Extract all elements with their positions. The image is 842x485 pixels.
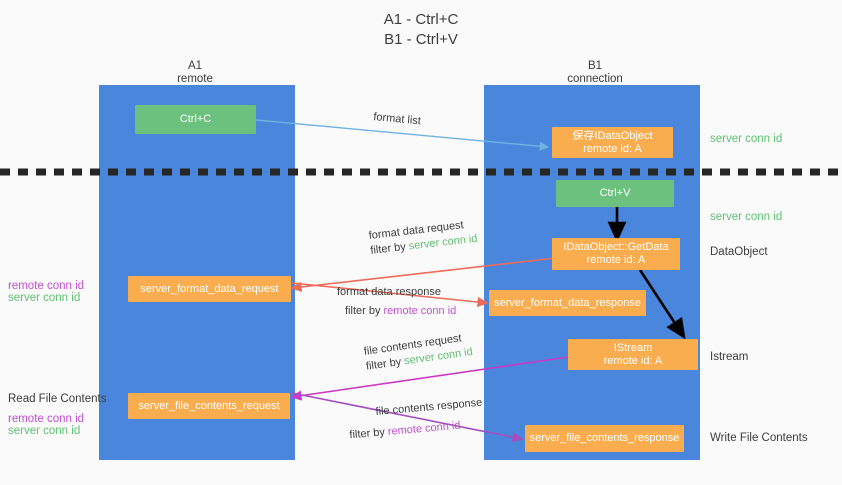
label-server-conn-id-upper-text: server conn id <box>8 292 81 304</box>
label-dataobject: DataObject <box>710 245 768 259</box>
page-title: A1 - Ctrl+C B1 - Ctrl+V <box>0 10 842 50</box>
edge-label-format-data-response-filter: filter by remote conn id <box>337 304 456 319</box>
label-server-conn-id-upper: server conn id <box>8 291 80 305</box>
arrow-format-list <box>255 119 550 151</box>
label-remote-conn-id-upper: remote conn id <box>8 279 84 293</box>
box-server-file-contents-response-label: server_file_contents_response <box>529 432 680 444</box>
label-server-conn-id-second-text: server conn id <box>710 211 783 223</box>
box-idataobject-getdata-line2: remote id: A <box>586 254 646 266</box>
box-save-idataobject-line1: 保存IDataObject <box>572 129 653 142</box>
label-remote-conn-id-lower-text: remote conn id <box>8 413 85 425</box>
label-write-file-contents-text: Write File Contents <box>710 432 808 444</box>
box-ctrl-v-label: Ctrl+V <box>599 187 631 199</box>
box-server-file-contents-request-label: server_file_contents_request <box>138 399 280 412</box>
label-read-file-contents-text: Read File Contents <box>8 393 107 405</box>
box-istream-line1: IStream <box>613 341 653 354</box>
box-istream-line2: remote id: A <box>603 354 663 367</box>
column-header-a1-name: A1 <box>187 60 203 72</box>
label-istream-text: Istream <box>710 351 749 363</box>
box-idataobject-getdata-line1: IDataObject::GetData <box>563 241 669 253</box>
column-header-b1-name: B1 <box>587 60 603 72</box>
edge-label-format-data-response-main: format data response <box>337 286 441 298</box>
column-header-a1-sub: remote <box>177 73 213 85</box>
arrow-format-data-response <box>291 282 489 308</box>
title-line-1: A1 - Ctrl+C <box>383 11 459 28</box>
filter-target: remote conn id <box>383 305 457 317</box>
label-remote-conn-id-lower: remote conn id <box>8 412 84 426</box>
arrow-file-contents-response <box>291 392 524 443</box>
title-line-2: B1 - Ctrl+V <box>384 31 458 48</box>
filter-prefix: filter by <box>369 240 410 257</box>
filter-prefix: filter by <box>345 305 384 317</box>
label-read-file-contents: Read File Contents <box>8 392 106 406</box>
box-idataobject-getdata[interactable]: IDataObject::GetData remote id: A <box>552 238 680 270</box>
label-server-conn-id-top: server conn id <box>710 132 782 146</box>
filter-prefix: filter by <box>349 425 389 442</box>
box-server-format-data-request[interactable]: server_format_data_request <box>128 276 291 302</box>
box-server-file-contents-response[interactable]: server_file_contents_response <box>525 425 684 452</box>
label-server-conn-id-top-text: server conn id <box>710 133 783 145</box>
box-save-idataobject-line2: remote id: A <box>583 142 642 155</box>
label-server-conn-id-second: server conn id <box>710 210 782 224</box>
arrow-getdata-to-istream <box>638 269 686 340</box>
column-header-b1-sub: connection <box>567 73 623 85</box>
box-server-format-data-request-label: server_format_data_request <box>140 282 279 295</box>
label-istream: Istream <box>710 350 748 364</box>
label-server-conn-id-lower-text: server conn id <box>8 425 81 437</box>
edge-label-format-data-response: format data response filter by remote co… <box>337 285 456 319</box>
label-write-file-contents: Write File Contents <box>710 431 808 445</box>
filter-prefix: filter by <box>365 355 406 373</box>
edge-label-format-list-text: format list <box>372 110 422 128</box>
label-dataobject-text: DataObject <box>710 246 768 258</box>
box-server-file-contents-request[interactable]: server_file_contents_request <box>128 393 290 419</box>
label-remote-conn-id-upper-text: remote conn id <box>8 280 85 292</box>
box-save-idataobject[interactable]: 保存IDataObject remote id: A <box>552 127 673 158</box>
box-ctrl-c[interactable]: Ctrl+C <box>135 105 256 134</box>
arrow-file-contents-request <box>290 356 569 401</box>
column-header-b1: B1 connection <box>530 60 660 86</box>
box-istream[interactable]: IStream remote id: A <box>568 339 698 370</box>
box-server-format-data-response[interactable]: server_format_data_response <box>489 290 646 316</box>
box-ctrl-v[interactable]: Ctrl+V <box>556 180 674 207</box>
box-ctrl-c-label: Ctrl+C <box>179 113 212 125</box>
arrow-format-data-request <box>290 257 557 293</box>
box-server-format-data-response-label: server_format_data_response <box>494 296 641 309</box>
column-header-a1: A1 remote <box>130 60 260 86</box>
label-server-conn-id-lower: server conn id <box>8 424 80 438</box>
